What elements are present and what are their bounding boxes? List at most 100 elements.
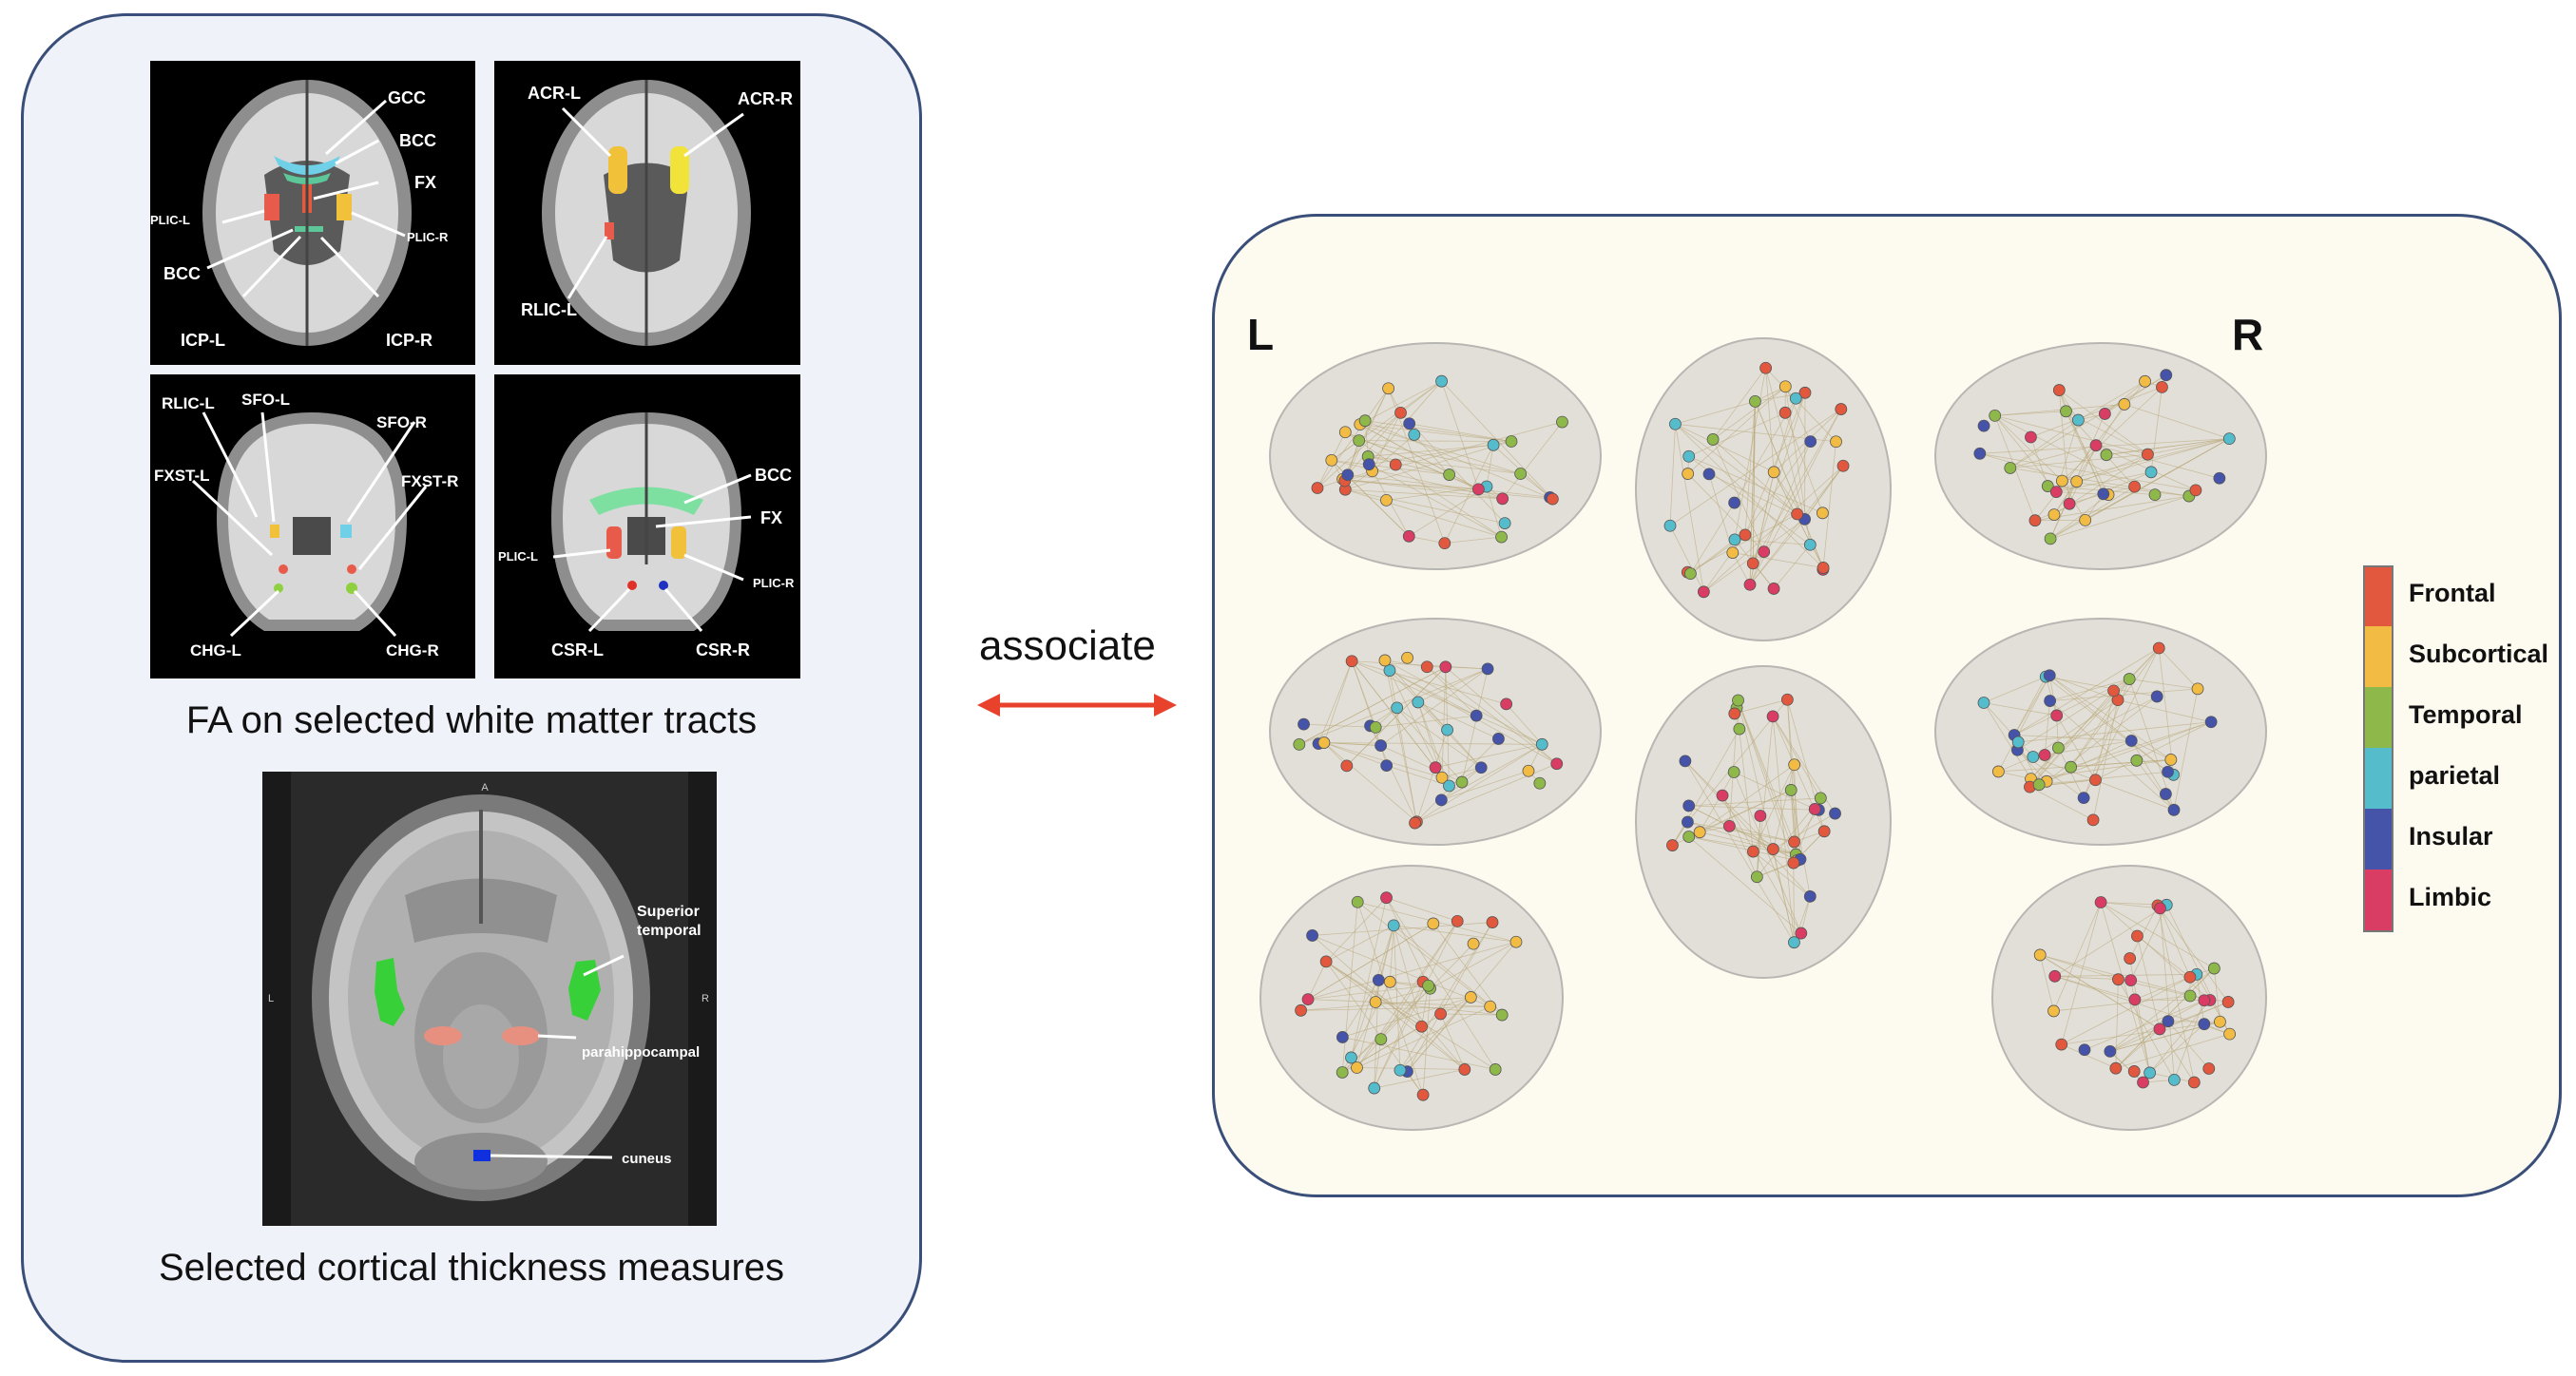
connectome-node: [1817, 562, 1830, 574]
connectome-node: [2044, 695, 2057, 707]
connectome-edge: [2009, 374, 2166, 468]
connectome-edge: [1684, 760, 1811, 897]
label-bcc: BCC: [399, 131, 436, 150]
connectome-edge: [1372, 434, 1415, 472]
connectome-edge: [1368, 444, 1494, 457]
connectome-edge: [2032, 756, 2175, 811]
orientation-a: A: [481, 782, 489, 793]
connectome-edge: [2100, 902, 2215, 969]
connectome-edge: [2013, 676, 2047, 736]
connectome-edge: [1389, 670, 1477, 717]
connectome-node: [2123, 673, 2136, 685]
connectome-node: [1368, 1081, 1381, 1095]
connectome-edge: [1765, 367, 1836, 443]
connectome-edge: [1688, 836, 1797, 861]
connectome-edge: [2053, 902, 2102, 1012]
connectome-edge: [1307, 923, 1434, 1000]
connectome-edge: [1417, 701, 1499, 739]
connectome-edge: [1441, 381, 1479, 489]
label-rlic-l: RLIC-L: [521, 300, 577, 319]
connectome-node: [2144, 466, 2158, 479]
connectome-node: [1780, 693, 1794, 706]
connectome-edge: [2017, 749, 2047, 782]
connectome-node: [1496, 492, 1509, 506]
connectome-node: [1464, 991, 1477, 1003]
connectome-edge: [1688, 805, 1819, 811]
connectome-node: [1679, 755, 1692, 768]
connectome-node: [1682, 468, 1695, 480]
legend-swatch-frontal: [2363, 565, 2393, 628]
label-temporal: temporal: [637, 923, 702, 939]
connectome-edge: [1712, 386, 1786, 440]
label-bcc-lower: BCC: [163, 264, 201, 283]
connectome-edge: [2056, 715, 2096, 780]
connectome-edge: [1804, 466, 1844, 520]
connectome-edge: [1345, 431, 1502, 538]
connectome-node: [1766, 710, 1779, 723]
connectome-node: [2047, 1004, 2060, 1018]
connectome-node: [1487, 438, 1500, 451]
connectome-node: [1550, 757, 1564, 771]
connectome-node: [2183, 970, 2197, 984]
connectome-edge: [2157, 905, 2195, 1083]
connectome-edge: [2049, 481, 2078, 540]
connectome-edge: [1773, 545, 1811, 589]
connectome-node: [1973, 447, 1987, 460]
connectome-edge: [1486, 445, 1494, 487]
connectome-edge: [1738, 699, 1801, 860]
connectome-edge: [1486, 486, 1502, 538]
connectome-node: [1766, 843, 1779, 855]
connectome-node: [1471, 483, 1485, 496]
connectome-edge: [2030, 387, 2163, 438]
connectome-node: [2070, 475, 2084, 488]
connectome-edge: [1749, 401, 1756, 585]
connectome-node: [1293, 737, 1306, 751]
connectome-edge: [2048, 675, 2058, 717]
axial-scan-2: ACR-L ACR-R RLIC-L: [494, 61, 800, 365]
connectome-edge: [2129, 678, 2199, 690]
connectome-edge: [1435, 743, 1543, 769]
connectome-node: [1383, 975, 1396, 988]
connectome-node: [2159, 788, 2172, 800]
connectome-node: [1803, 889, 1817, 903]
connectome-edge: [1359, 424, 1521, 474]
connectome-edge: [1325, 897, 1387, 963]
connectome-node: [1345, 655, 1358, 668]
connectome-edge: [1669, 526, 1704, 592]
connectome-node: [1788, 758, 1801, 772]
connectome-node: [1408, 429, 1421, 441]
connectome-edge: [2009, 419, 2079, 468]
connectome-edge: [2039, 771, 2168, 786]
connectome-node: [2191, 682, 2204, 696]
connectome-edge: [1347, 412, 1401, 475]
connectome-node: [1743, 578, 1757, 591]
brain-view-lateral-left-2: [1264, 613, 1606, 850]
connectome-node: [1535, 737, 1548, 751]
connectome-edge: [1422, 988, 1431, 1096]
connectome-edge: [1752, 409, 1842, 564]
connectome-edge: [2018, 721, 2212, 743]
connectome-node: [1767, 583, 1780, 595]
connectome-node: [1340, 759, 1354, 773]
brain-view-lateral-left-1: [1264, 337, 1606, 575]
label-plic-r-coronal: PLIC-R: [753, 576, 795, 590]
connectome-node: [1989, 409, 2002, 422]
label-superior: Superior: [637, 904, 700, 920]
connectome-edge: [1744, 401, 1756, 535]
orientation-l: L: [268, 993, 274, 1004]
connectome-edge: [1721, 794, 1802, 934]
connectome-edge: [1684, 760, 1795, 943]
connectome-node: [1358, 414, 1372, 428]
connectome-node: [1795, 927, 1808, 940]
connectome-node: [1749, 394, 1761, 408]
connectome-edge: [1765, 368, 1775, 472]
connectome-edge: [1323, 742, 1443, 778]
connectome-node: [2156, 380, 2168, 393]
connectome-edge: [1375, 715, 1477, 728]
connectome-node: [2139, 374, 2151, 388]
connectome-edge: [1384, 659, 1417, 822]
connectome-edge: [2084, 1000, 2205, 1051]
connectome-edge: [2054, 975, 2119, 981]
connectome-node: [1434, 1007, 1447, 1021]
connectome-node: [1443, 468, 1456, 481]
